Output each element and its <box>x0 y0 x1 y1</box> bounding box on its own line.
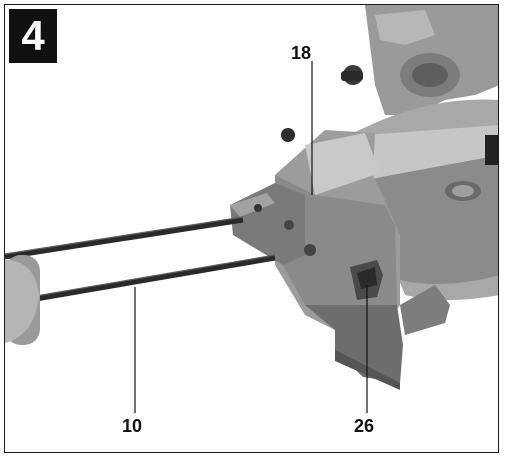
figure-frame: 4 <box>4 4 499 453</box>
callout-leaders <box>134 61 368 413</box>
miter-saw-photo <box>5 5 498 452</box>
callout-label-10: 10 <box>122 416 143 436</box>
extension-rods <box>5 216 276 345</box>
callout-label-26: 26 <box>354 416 375 436</box>
saw-head <box>341 5 498 115</box>
callout-label-18: 18 <box>291 43 312 63</box>
figure-number-badge: 4 <box>9 9 57 63</box>
